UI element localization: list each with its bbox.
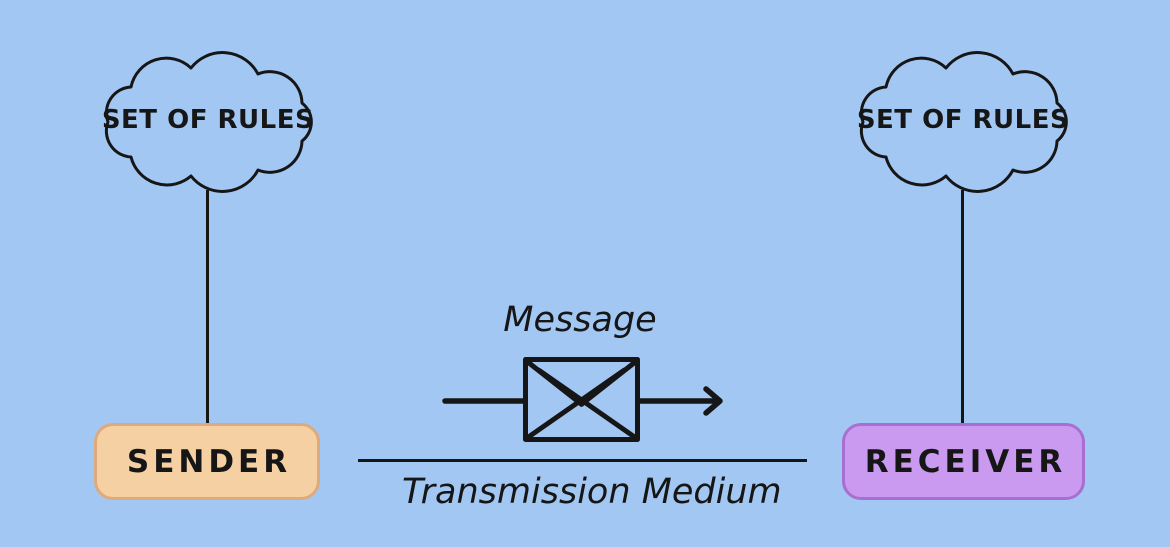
sender-cloud-label: SET OF RULES — [101, 104, 315, 135]
receiver-cloud-label: SET OF RULES — [856, 104, 1070, 135]
receiver-cloud-icon — [859, 51, 1068, 193]
sender-box: SENDER — [94, 423, 320, 500]
sender-connector-line — [206, 190, 209, 423]
transmission-medium-label: Transmission Medium — [402, 472, 782, 512]
receiver-box: RECEIVER — [842, 423, 1085, 500]
message-label: Message — [503, 300, 657, 340]
sender-box-label: SENDER — [126, 443, 292, 480]
receiver-box-label: RECEIVER — [864, 443, 1067, 480]
transmission-medium-line — [358, 459, 807, 462]
envelope-icon — [523, 357, 640, 442]
receiver-connector-line — [961, 190, 964, 423]
arrow-right-icon — [442, 386, 723, 416]
message-flow-graphic — [442, 357, 723, 442]
sender-cloud-icon — [104, 51, 313, 193]
